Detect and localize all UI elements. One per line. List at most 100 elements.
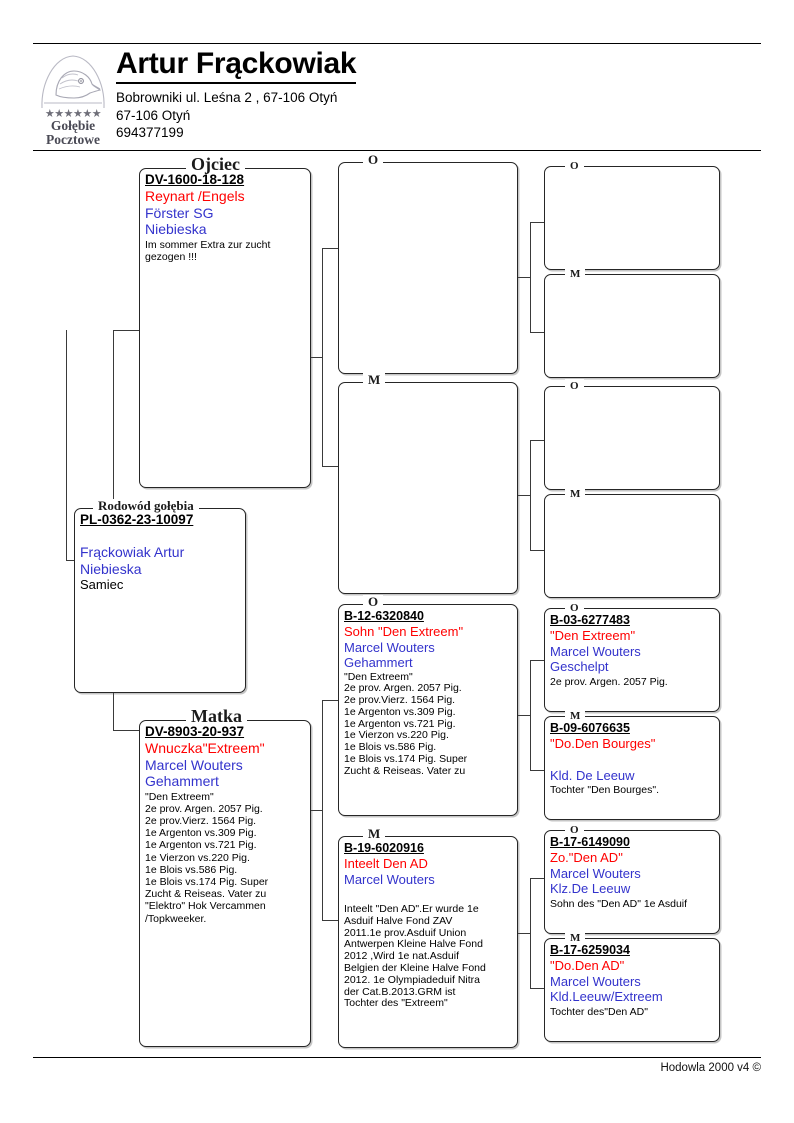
mother-sire-ring-number: B-12-6320840 — [344, 609, 424, 623]
connector-ff-to-dam — [530, 332, 544, 333]
logo-word-golebie: Gołębie — [50, 118, 96, 133]
father-ring-number: DV-1600-18-128 — [145, 172, 245, 187]
ff-sire-box[interactable]: O — [544, 159, 720, 270]
subject-colour: Niebieska — [80, 560, 142, 577]
breeder-name: Artur Frąckowiak — [116, 47, 357, 84]
header-bottom-rule — [33, 150, 761, 151]
mother-dam-owner: Marcel Wouters — [344, 871, 435, 887]
mm-sire-legend: O — [565, 823, 584, 837]
mf-dam-owner-spacer — [550, 752, 714, 768]
connector-fm-spine — [530, 440, 531, 550]
father-colour: Niebieska — [145, 221, 207, 237]
breeder-title-block: Artur Frąckowiak Bobrowniki ul. Leśna 2 … — [116, 47, 756, 142]
connector-ff-to-sire — [530, 222, 544, 223]
connector-subject-stub — [66, 560, 78, 561]
connector-subject-to-mother — [113, 730, 139, 731]
connector-mf-spine — [530, 660, 531, 770]
mm-dam-legend: M — [565, 931, 586, 945]
logo-word-pocztowe: Pocztowe — [46, 132, 100, 147]
document-header: ★★★★★★ Gołębie Pocztowe Artur Frąckowiak… — [33, 47, 761, 147]
mother-dam-ring-number: B-19-6020916 — [344, 841, 424, 855]
mother-owner: Marcel Wouters — [145, 756, 243, 773]
mother-dam-notes: Inteelt "Den AD".Er wurde 1e Asduif Halv… — [344, 903, 486, 1010]
subject-owner: Frąckowiak Artur — [80, 544, 185, 560]
connector-mother-in — [311, 810, 323, 811]
father-sire-legend: O — [363, 153, 384, 167]
mother-sire-nickname: Sohn "Den Extreem" — [344, 624, 464, 639]
fm-sire-legend: O — [565, 379, 584, 393]
mm-sire-ring-number: B-17-6149090 — [550, 835, 630, 849]
mf-dam-legend: M — [565, 709, 586, 723]
mm-sire-box[interactable]: O B-17-6149090 Zo."Den AD" Marcel Wouter… — [544, 823, 720, 934]
father-dam-legend: M — [363, 373, 386, 387]
mf-dam-nickname: "Do.Den Bourges" — [550, 736, 656, 751]
connector-mother-to-dam — [322, 920, 338, 921]
connector-fm-to-dam — [530, 550, 544, 551]
mother-dam-legend: M — [363, 827, 386, 841]
fm-dam-legend: M — [565, 487, 586, 501]
connector-mm-in — [518, 933, 530, 934]
connector-fm-to-sire — [530, 440, 544, 441]
mm-dam-owner: Marcel Wouters — [550, 973, 641, 989]
mf-dam-notes: Tochter "Den Bourges". — [550, 784, 660, 796]
connector-mf-in — [518, 715, 530, 716]
subject-legend: Rodowód gołębia — [93, 499, 199, 513]
mother-dam-colour-spacer — [344, 887, 512, 903]
connector-mf-to-sire — [530, 660, 544, 661]
connector-ff-spine — [530, 222, 531, 332]
mf-sire-ring-number: B-03-6277483 — [550, 613, 630, 627]
mm-sire-colour: Klz.De Leeuw — [550, 881, 631, 896]
connector-mf-to-dam — [530, 770, 544, 771]
connector-subject-stub-v — [66, 330, 67, 560]
mother-sire-box[interactable]: O B-12-6320840 Sohn "Den Extreem" Marcel… — [338, 595, 518, 816]
address-line-1: Bobrowniki ul. Leśna 2 , 67-106 Otyń — [116, 90, 338, 105]
mf-sire-notes: 2e prov. Argen. 2057 Pig. — [550, 675, 668, 688]
mf-sire-legend: O — [565, 601, 584, 615]
father-notes: Im sommer Extra zur zucht gezogen !!! — [145, 238, 271, 263]
mother-box[interactable]: Matka DV-8903-20-937 Wnuczka"Extreem" Ma… — [139, 707, 311, 1047]
ff-sire-legend: O — [565, 159, 584, 173]
subject-sex: Samiec — [80, 577, 124, 592]
ff-dam-legend: M — [565, 267, 586, 281]
mf-sire-colour: Geschelpt — [550, 659, 609, 674]
mother-legend: Matka — [186, 707, 247, 725]
ff-dam-box[interactable]: M — [544, 267, 720, 378]
connector-mother-to-sire — [322, 700, 338, 701]
connector-mm-to-dam — [530, 988, 544, 989]
header-top-rule — [33, 43, 761, 44]
mother-ring-number: DV-8903-20-937 — [145, 724, 245, 739]
mm-dam-notes: Tochter des"Den AD" — [550, 1005, 648, 1018]
father-nickname: Reynart /Engels — [145, 188, 245, 204]
fm-sire-box[interactable]: O — [544, 379, 720, 490]
mother-colour: Gehammert — [145, 773, 219, 789]
phone-number: 694377199 — [116, 125, 184, 140]
mm-dam-box[interactable]: M B-17-6259034 "Do.Den AD" Marcel Wouter… — [544, 931, 720, 1042]
mm-sire-nickname: Zo."Den AD" — [550, 850, 623, 865]
mf-dam-ring-number: B-09-6076635 — [550, 721, 630, 735]
mf-dam-box[interactable]: M B-09-6076635 "Do.Den Bourges" Kld. De … — [544, 709, 720, 820]
mother-dam-nickname: Inteelt Den AD — [344, 856, 428, 871]
mm-sire-owner: Marcel Wouters — [550, 865, 641, 881]
subject-box[interactable]: Rodowód gołębia PL-0362-23-10097 Frąckow… — [74, 499, 246, 693]
mf-sire-box[interactable]: O B-03-6277483 "Den Extreem" Marcel Wout… — [544, 601, 720, 712]
footer-credit: Hodowla 2000 v4 © — [660, 1062, 761, 1074]
address-line-2: 67-106 Otyń — [116, 107, 191, 123]
logo-stars: ★★★★★★ — [44, 107, 102, 120]
mother-sire-owner: Marcel Wouters — [344, 639, 435, 655]
father-sire-box[interactable]: O — [338, 153, 518, 374]
mother-notes: "Den Extreem" 2e prov. Argen. 2057 Pig. … — [145, 790, 269, 925]
connector-father-in — [311, 357, 323, 358]
connector-father-to-dam — [322, 466, 338, 467]
father-dam-box[interactable]: M — [338, 373, 518, 594]
father-legend: Ojciec — [186, 155, 245, 173]
father-box[interactable]: Ojciec DV-1600-18-128 Reynart /Engels Fö… — [139, 155, 311, 488]
connector-ff-in — [518, 277, 530, 278]
fm-dam-box[interactable]: M — [544, 487, 720, 598]
mother-sire-colour: Gehammert — [344, 655, 413, 670]
connector-mm-to-sire — [530, 878, 544, 879]
mother-dam-box[interactable]: M B-19-6020916 Inteelt Den AD Marcel Wou… — [338, 827, 518, 1048]
father-owner: Förster SG — [145, 204, 214, 221]
subject-nickname-spacer — [80, 528, 240, 544]
connector-mm-spine — [530, 878, 531, 988]
